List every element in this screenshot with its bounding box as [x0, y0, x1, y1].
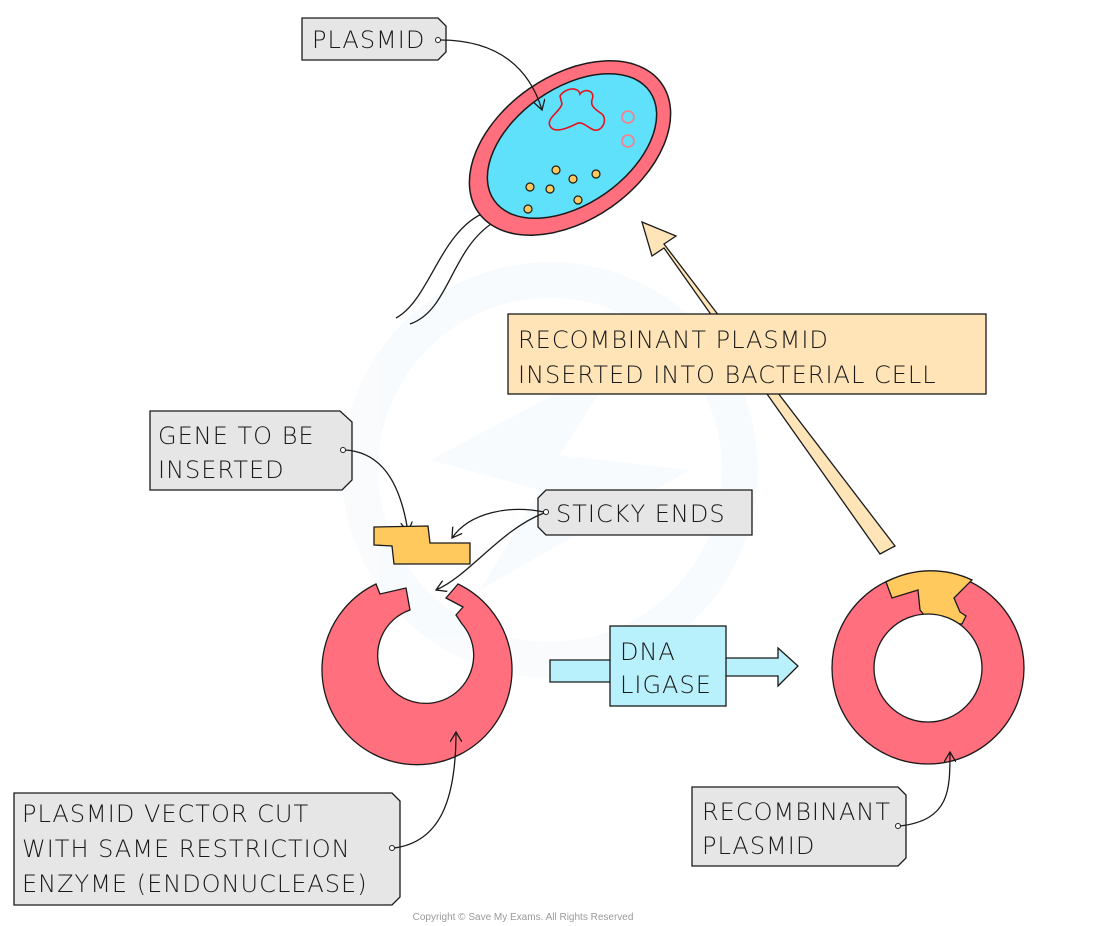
sticky-ends-label: STICKY ENDS: [556, 500, 726, 528]
recombinant-inserted-line-2: INSERTED INTO BACTERIAL CELL: [518, 361, 937, 389]
gene-label-line-1: GENE TO BE: [158, 422, 315, 450]
pointer-arrow: [344, 449, 408, 532]
pointer-arrow: [452, 508, 545, 538]
recombinant-inserted-line-1: RECOMBINANT PLASMID: [518, 326, 829, 354]
dna-ligase-arrow: DNA LIGASE: [549, 625, 799, 707]
pointer-arrow: [439, 39, 542, 110]
gene-label-tag: GENE TO BE INSERTED: [149, 410, 408, 532]
recombinant-inserted-box: RECOMBINANT PLASMID INSERTED INTO BACTER…: [507, 313, 987, 395]
copyright-notice: Copyright © Save My Exams. All Rights Re…: [413, 912, 634, 923]
chromosomal-dna: [548, 88, 606, 131]
plasmid-vector-cut-label-tag: PLASMID VECTOR CUT WITH SAME RESTRICTION…: [13, 732, 456, 906]
flagellum: [409, 221, 495, 325]
pointer-arrow: [393, 732, 456, 849]
small-plasmid: [621, 110, 635, 124]
recombinant-plasmid-line-2: PLASMID: [702, 832, 815, 860]
sticky-ends-label-tag: STICKY ENDS: [436, 489, 753, 590]
plasmid-label: PLASMID: [312, 26, 425, 54]
gene-label-line-2: INSERTED: [158, 456, 285, 484]
recombinant-plasmid-line-1: RECOMBINANT: [702, 798, 891, 826]
gene-fragment: [373, 525, 471, 565]
recombinant-plasmid: [831, 570, 1025, 765]
dna-ligase-line-1: DNA: [620, 638, 676, 666]
bacterial-cell: [395, 60, 672, 325]
pointer-arrow: [436, 512, 545, 590]
flagellum: [395, 211, 487, 319]
plasmid-label-tag: PLASMID: [301, 17, 542, 110]
vector-cut-line-3: ENZYME (ENDONUCLEASE): [22, 870, 368, 898]
cytoplasm: [486, 72, 658, 220]
dna-ligase-line-2: LIGASE: [620, 671, 712, 699]
pointer-arrow: [899, 752, 950, 827]
cut-plasmid-vector: [321, 583, 513, 766]
vector-cut-line-1: PLASMID VECTOR CUT: [22, 800, 309, 828]
recombinant-plasmid-label-tag: RECOMBINANT PLASMID: [691, 752, 950, 867]
ribosomes: [523, 165, 601, 214]
small-plasmid: [621, 134, 635, 148]
vector-cut-line-2: WITH SAME RESTRICTION: [22, 835, 351, 863]
